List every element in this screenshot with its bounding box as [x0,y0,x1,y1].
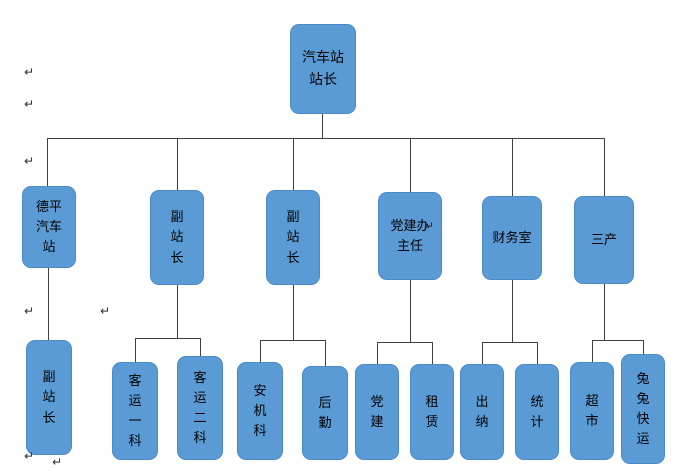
connector [135,338,200,339]
connector [604,284,605,340]
org-node-deputy-b[interactable]: 副 站 长 [266,190,320,285]
org-node-deping-deputy[interactable]: 副 站 长 [26,340,72,455]
org-node-logistics[interactable]: 后 勤 [302,366,348,460]
org-node-party-office[interactable]: 党建办 主任 [378,192,442,280]
connector [47,138,48,186]
connector [604,138,605,196]
paragraph-mark-icon: ↵ [52,455,63,469]
connector [512,280,513,342]
org-node-passenger-sec-1[interactable]: 客 运 一 科 [112,362,158,460]
paragraph-mark-icon: ↵ [24,449,35,463]
connector [432,342,433,364]
org-node-station-master[interactable]: 汽车站 站长 [290,24,356,114]
connector [377,342,432,343]
connector [482,342,483,364]
connector [260,340,261,362]
org-node-tutu-express[interactable]: 兔 兔 快 运 [621,354,665,464]
org-node-statistics[interactable]: 统 计 [515,364,559,460]
connector [592,340,643,341]
connector [410,138,411,192]
connector [48,268,49,340]
org-node-third-industry[interactable]: 三产 [574,196,634,284]
org-node-supermarket[interactable]: 超 市 [570,362,614,460]
connector [293,138,294,190]
connector [293,285,294,340]
connector [377,342,378,364]
connector [512,138,513,196]
connector [177,138,178,190]
org-node-finance-office[interactable]: 财务室 [482,196,542,280]
paragraph-mark-icon: ↵ [100,304,111,318]
connector [322,114,323,138]
org-node-passenger-sec-2[interactable]: 客 运 二 科 [177,356,223,460]
paragraph-mark-icon: ↵ [424,219,435,233]
org-node-party-building[interactable]: 党 建 [355,364,399,460]
paragraph-mark-icon: ↵ [24,154,35,168]
connector [47,138,604,139]
connector [482,342,537,343]
org-node-leasing[interactable]: 租 赁 [410,364,454,460]
connector [325,340,326,366]
connector [200,338,201,356]
org-node-deputy-a[interactable]: 副 站 长 [150,190,204,285]
connector [537,342,538,364]
connector [177,285,178,338]
connector [592,340,593,362]
connector [135,338,136,362]
connector [410,280,411,342]
paragraph-mark-icon: ↵ [24,65,35,79]
connector [643,340,644,354]
connector [260,340,325,341]
paragraph-mark-icon: ↵ [24,304,35,318]
org-node-cashier[interactable]: 出 纳 [460,364,504,460]
org-node-deping-station[interactable]: 德平 汽车 站 [22,186,76,268]
paragraph-mark-icon: ↵ [24,97,35,111]
org-node-safety-machine[interactable]: 安 机 科 [237,362,283,460]
